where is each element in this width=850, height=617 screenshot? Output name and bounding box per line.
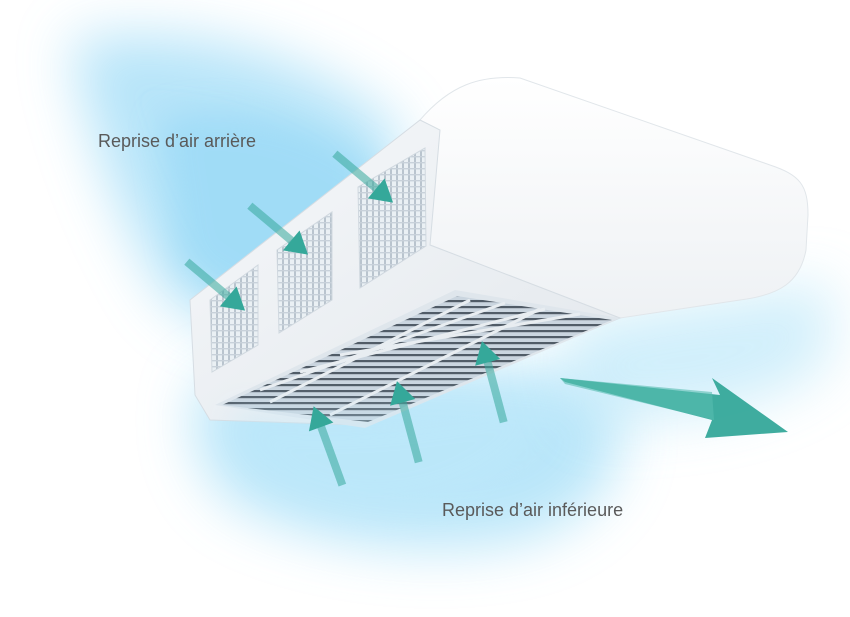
bottom-airflow-glow: [230, 380, 560, 515]
rear-intake-label: Reprise d’air arrière: [98, 131, 257, 151]
bottom-arrow-3: [475, 341, 508, 424]
rear-arrow-1: [184, 258, 246, 311]
rear-arrow-2: [247, 202, 309, 255]
bottom-intake-label: Reprise d’air inférieure: [442, 500, 624, 520]
grille-dividers: [259, 298, 581, 417]
rear-arrow-3: [332, 150, 394, 203]
unit-top-body: [419, 77, 809, 319]
air-handler-unit: [189, 77, 809, 428]
bottom-grille: [222, 296, 612, 422]
bottom-arrow-1: [308, 406, 347, 487]
outlet-arrow: [560, 378, 788, 438]
rear-intake-arrows: [184, 150, 394, 311]
bottom-arrow-2: [390, 381, 423, 464]
bottom-intake-arrows: [308, 341, 508, 487]
